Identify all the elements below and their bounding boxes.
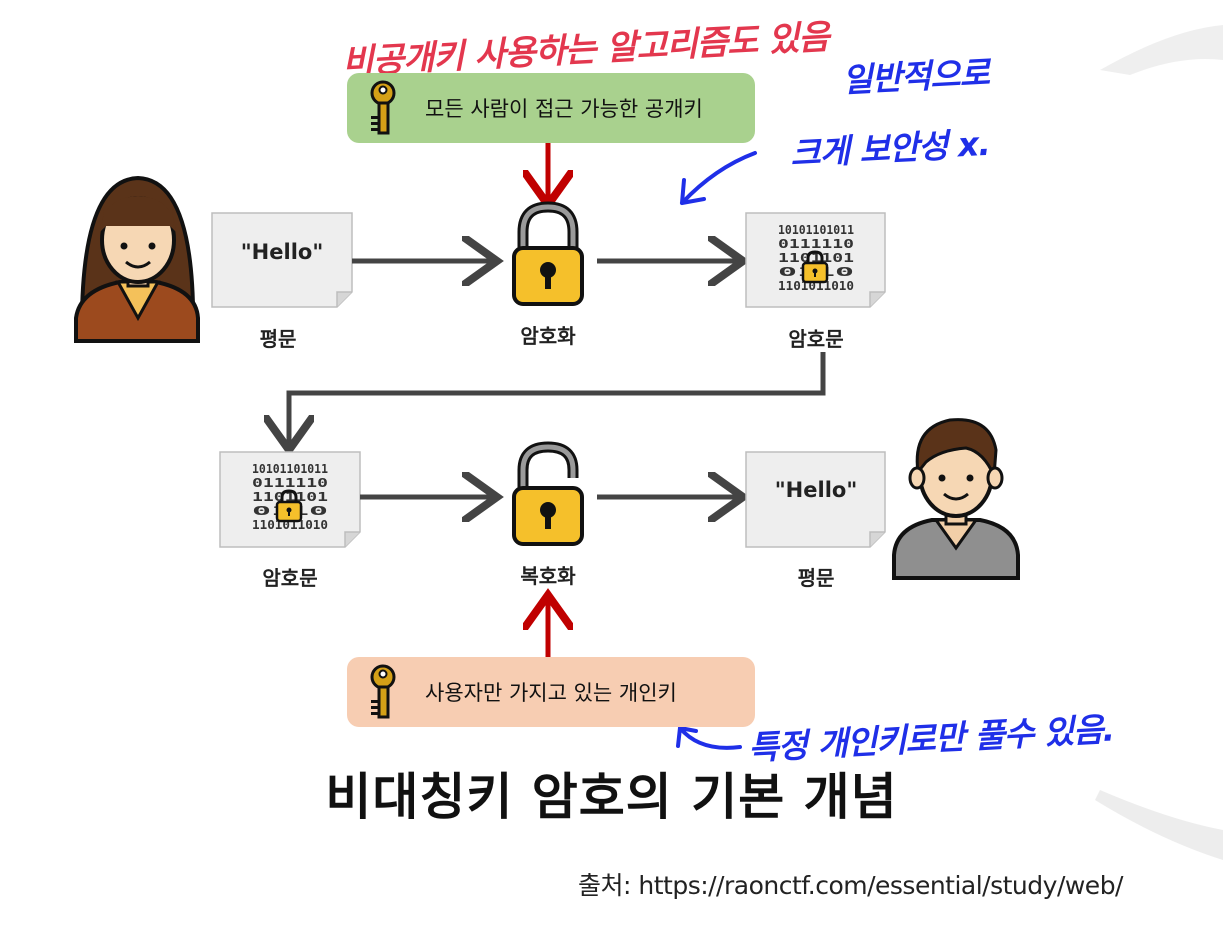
key-icon: [370, 80, 396, 135]
woman-sender-avatar: [74, 175, 200, 343]
plaintext-document-row2: [745, 451, 886, 548]
public-key-label: 모든 사람이 접근 가능한 공개키: [425, 97, 703, 121]
plaintext-hello-row1: "Hello": [240, 240, 324, 264]
plaintext-label-row2: 평문: [797, 566, 835, 590]
decrypt-label: 복호화: [520, 564, 576, 588]
source-citation: 출처: https://raonctf.com/essential/study/…: [578, 871, 1123, 900]
binary-line: 0111110: [252, 476, 328, 490]
connector-row1-to-row2: [289, 352, 826, 445]
binary-pattern: 101011010110111110110110101101101011010: [778, 223, 854, 293]
blue-handwritten-arrow-bottom: [676, 726, 742, 750]
ciphertext-document-row2: 101011010110111110110110101101101011010: [219, 451, 361, 548]
ciphertext-document-row1: 101011010110111110110110101101101011010: [745, 212, 886, 308]
plaintext-label-row1: 평문: [259, 327, 297, 351]
binary-line: 0111110: [778, 237, 854, 251]
binary-line: 1101101: [778, 251, 854, 265]
plaintext-hello-row2: "Hello": [774, 478, 858, 502]
closed-lock-icon: [512, 201, 584, 306]
blue-handwritten-arrow-top: [680, 151, 757, 205]
binary-line: 1101011010: [778, 279, 854, 293]
open-lock-icon: [512, 441, 584, 546]
public-key-box: 모든 사람이 접근 가능한 공개키: [347, 73, 755, 143]
plaintext-document-row1: [211, 212, 353, 308]
ciphertext-label-row1: 암호문: [788, 327, 844, 351]
binary-line: 10101101011: [778, 223, 854, 237]
binary-line: 1101011010: [252, 518, 328, 532]
blue-handwritten-annotation-1: 일반적으로: [841, 53, 990, 100]
background-swoosh: [1095, 25, 1223, 860]
man-receiver-avatar: [892, 418, 1020, 580]
binary-line: 10101101011: [252, 462, 328, 476]
key-icon: [370, 664, 396, 719]
private-key-box: 사용자만 가지고 있는 개인키: [347, 657, 755, 727]
binary-line: 1101101: [252, 490, 328, 504]
page-title: 비대칭키 암호의 기본 개념: [325, 768, 898, 826]
private-key-label: 사용자만 가지고 있는 개인키: [425, 681, 677, 705]
ciphertext-label-row2: 암호문: [262, 566, 318, 590]
encrypt-label: 암호화: [520, 324, 576, 348]
